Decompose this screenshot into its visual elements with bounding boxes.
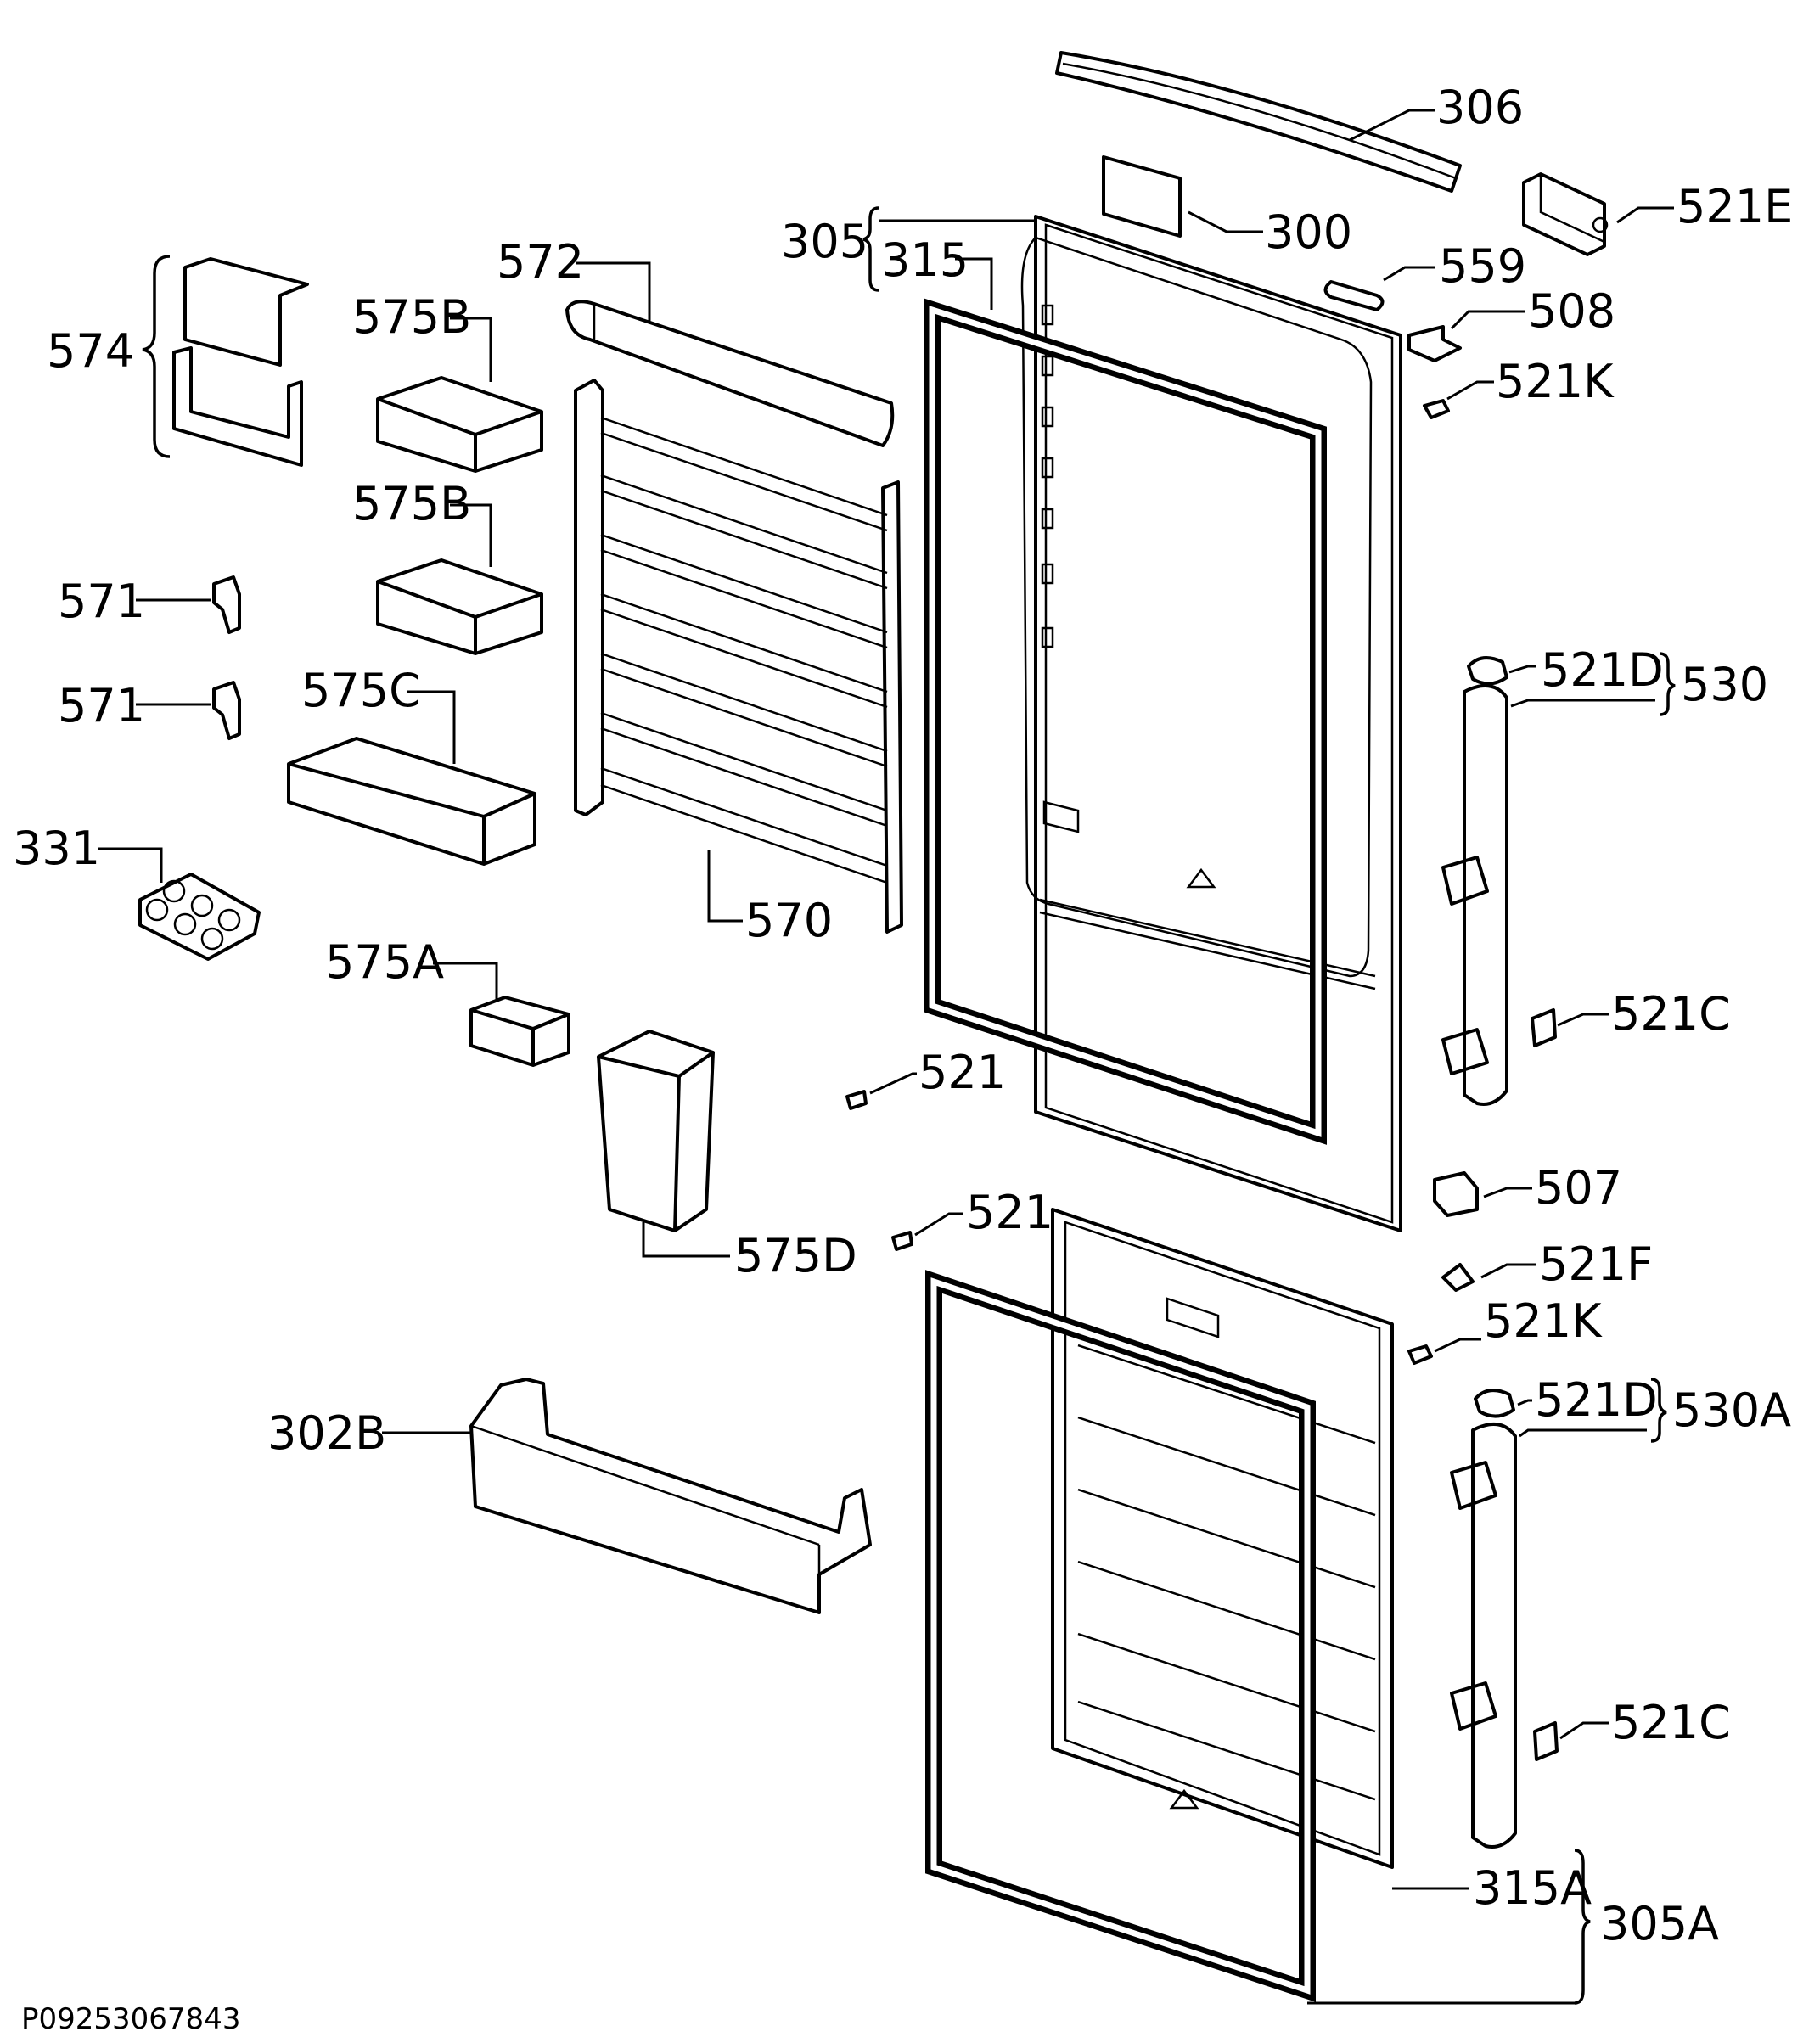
label-300: 300 [1265, 205, 1352, 259]
label-530a: 530A [1672, 1383, 1791, 1437]
leader-lines [98, 109, 1674, 2005]
label-574: 574 [47, 324, 134, 378]
part-lower-door-panel [1051, 1208, 1394, 1869]
part-lower-door-gasket [925, 1270, 1316, 2002]
part-hinge-cover-521e [1522, 172, 1609, 256]
part-door-box-575a [469, 996, 570, 1067]
part-clip-571-2 [212, 681, 241, 740]
part-labels: 306 521E 300 305 315 559 572 508 521K 57… [13, 81, 1793, 1950]
label-572: 572 [497, 235, 584, 289]
part-screw-521-upper [845, 1090, 868, 1110]
label-571-2: 571 [58, 679, 145, 732]
part-cover-521c-bottom [1533, 1721, 1559, 1761]
label-521c-top: 521C [1611, 987, 1731, 1041]
label-507: 507 [1535, 1161, 1622, 1215]
label-575b-2: 575B [352, 477, 471, 530]
label-521f: 521F [1539, 1237, 1653, 1291]
label-315a: 315A [1473, 1861, 1592, 1915]
label-521-lower: 521 [966, 1186, 1053, 1239]
label-521c-bottom: 521C [1611, 1696, 1731, 1749]
part-bottle-balcony [469, 1378, 872, 1614]
part-upper-door-panel [1020, 215, 1402, 1232]
part-upper-door-gasket [924, 298, 1327, 1145]
label-559: 559 [1439, 239, 1526, 293]
part-bracket-507 [1433, 1171, 1479, 1217]
label-521d-bottom: 521D [1535, 1373, 1658, 1427]
label-508: 508 [1528, 284, 1615, 338]
part-end-cap-521d-top [1467, 656, 1508, 686]
label-302b: 302B [267, 1406, 386, 1460]
part-top-cover [1055, 51, 1462, 193]
part-screw-521k-bottom [1407, 1344, 1433, 1365]
label-571-1: 571 [58, 575, 145, 628]
part-egg-tray [138, 873, 261, 961]
part-label-plate [1102, 155, 1182, 238]
part-handle-530a [1450, 1423, 1517, 1849]
part-screw-521-lower [891, 1231, 913, 1251]
label-521-upper: 521 [918, 1046, 1006, 1099]
label-331: 331 [13, 822, 100, 875]
label-575c: 575C [301, 664, 421, 717]
part-door-box-575b-1 [376, 376, 543, 473]
label-575d: 575D [734, 1229, 857, 1282]
label-575a: 575A [325, 935, 444, 989]
label-305: 305 [781, 215, 868, 268]
footer-code: P09253067843 [21, 2002, 240, 2036]
part-door-box-575b-2 [376, 558, 543, 655]
label-570: 570 [745, 894, 833, 947]
part-bottle-holder-575d [597, 1030, 715, 1232]
part-shelf-frame-570 [574, 379, 903, 934]
label-575b-1: 575B [352, 290, 471, 344]
part-screw-521k-top [1423, 399, 1450, 419]
part-clip-571-1 [212, 575, 241, 634]
part-dairy-compartment [172, 257, 309, 467]
part-handle-530 [1441, 684, 1508, 1106]
label-530: 530 [1681, 658, 1768, 711]
part-shelf-cover-572 [565, 300, 895, 447]
label-521e: 521E [1677, 180, 1793, 233]
part-cover-521c-top [1531, 1008, 1557, 1047]
label-521d-top: 521D [1541, 643, 1664, 697]
part-end-cap-521d-bottom [1474, 1389, 1515, 1418]
label-305a: 305A [1600, 1897, 1719, 1950]
label-521k-top: 521K [1496, 355, 1615, 408]
part-clip-521f [1441, 1263, 1475, 1292]
part-door-box-575c [287, 737, 536, 866]
label-306: 306 [1436, 81, 1524, 134]
braces [142, 206, 1676, 2005]
label-521k-bottom: 521K [1484, 1294, 1603, 1348]
part-pin-559 [1323, 280, 1385, 311]
label-315: 315 [881, 233, 969, 287]
part-hinge-508 [1407, 325, 1462, 362]
